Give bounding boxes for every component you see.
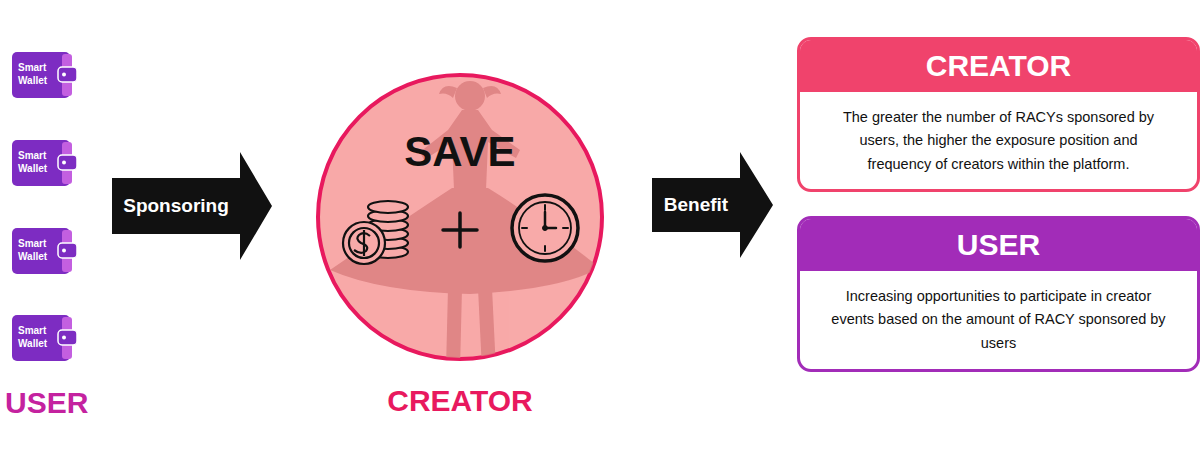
info-panel: USERIncreasing opportunities to particip… bbox=[797, 216, 1200, 372]
circle-title: SAVE bbox=[315, 128, 605, 176]
circle-shape bbox=[315, 72, 605, 362]
block-arrow: Benefit bbox=[652, 152, 773, 258]
circle-caption: CREATOR bbox=[275, 384, 645, 418]
panel-text: The greater the number of RACYs sponsore… bbox=[800, 92, 1197, 186]
wallet-icon: Smart Wallet bbox=[12, 228, 78, 274]
wallet-label: Smart Wallet bbox=[18, 237, 56, 263]
panel-text: Increasing opportunities to participate … bbox=[800, 271, 1197, 365]
creator-circle: SAVECREATOR bbox=[315, 72, 605, 362]
wallet-icon: Smart Wallet bbox=[12, 52, 78, 98]
panel-heading: CREATOR bbox=[800, 40, 1197, 92]
wallet-icon: Smart Wallet bbox=[12, 315, 78, 361]
wallet-label: Smart Wallet bbox=[18, 61, 56, 87]
arrow-label: Benefit bbox=[652, 178, 740, 232]
block-arrow: Sponsoring bbox=[112, 152, 272, 260]
arrow-label: Sponsoring bbox=[112, 178, 240, 234]
info-panel: CREATORThe greater the number of RACYs s… bbox=[797, 37, 1200, 192]
group-label: USER bbox=[5, 386, 88, 420]
wallet-label: Smart Wallet bbox=[18, 149, 56, 175]
panel-heading: USER bbox=[800, 219, 1197, 271]
wallet-label: Smart Wallet bbox=[18, 324, 56, 350]
wallet-icon: Smart Wallet bbox=[12, 140, 78, 186]
